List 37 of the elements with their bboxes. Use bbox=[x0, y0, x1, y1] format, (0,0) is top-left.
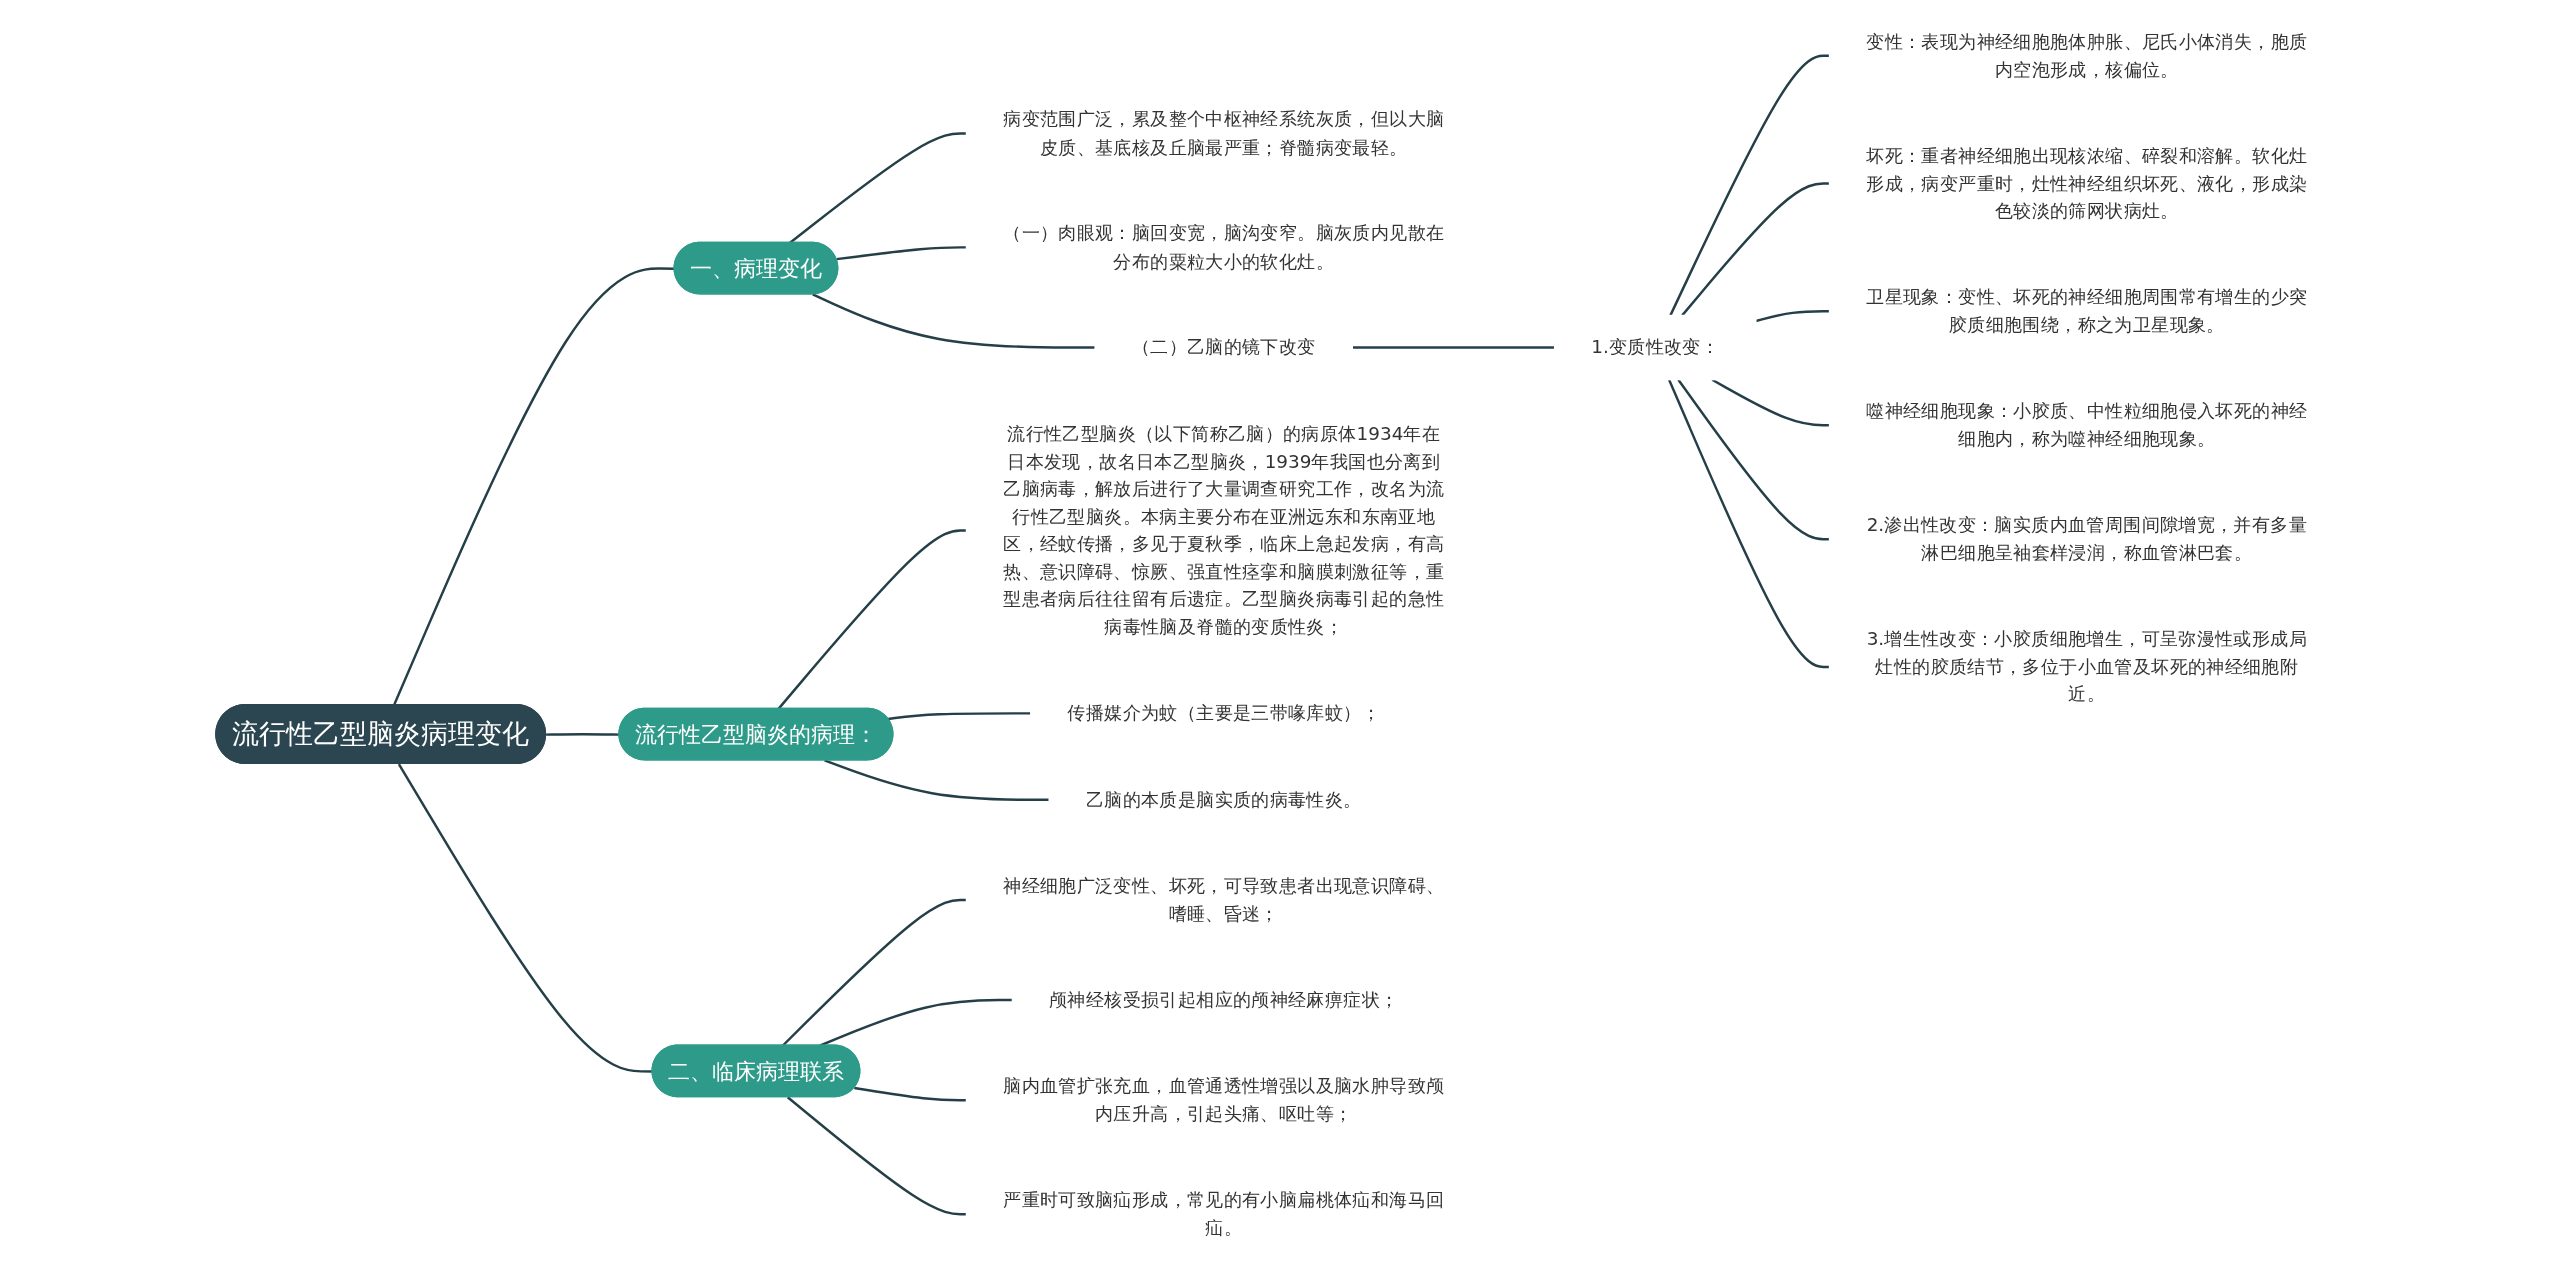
connector bbox=[788, 132, 967, 244]
connector bbox=[1681, 182, 1830, 317]
node-text: 变性：表现为神经细胞胞体肿胀、尼氏小体消失，胞质内空泡形成，核偏位。 bbox=[1866, 30, 2308, 81]
node-text: 噬神经细胞现象：小胶质、中性粒细胞侵入坏死的神经细胞内，称为噬神经细胞现象。 bbox=[1866, 400, 2308, 450]
connector bbox=[1669, 54, 1830, 316]
connector bbox=[1711, 378, 1830, 427]
node-text: 脑内血管扩张充血，血管通透性增强以及脑水肿导致颅内压升高，引起头痛、呕吐等； bbox=[1003, 1075, 1445, 1125]
connector bbox=[824, 759, 1050, 801]
node-text: 严重时可致脑疝形成，常见的有小脑扁桃体疝和海马回疝。 bbox=[1003, 1189, 1445, 1239]
connector bbox=[887, 712, 1031, 721]
connector bbox=[777, 529, 967, 710]
connector bbox=[1755, 310, 1830, 323]
connector bbox=[392, 267, 675, 706]
node-text: 传播媒介为蚊（主要是三带喙库蚊）； bbox=[1067, 702, 1380, 725]
connector bbox=[812, 293, 1096, 349]
connector bbox=[854, 1086, 967, 1102]
connector bbox=[546, 733, 620, 736]
node-text: 坏死：重者神经细胞出现核浓缩、碎裂和溶解。软化灶形成，病变严重时，灶性神经组织坏死、液化，形成染色较淡的筛网状病灶。 bbox=[1866, 144, 2308, 222]
connector bbox=[1667, 379, 1830, 669]
node-text: 1.变质性改变： bbox=[1591, 336, 1720, 359]
node-text: 病变范围广泛，累及整个中枢神经系统灰质，但以大脑皮质、基底核及丘脑最严重；脊髓病变最轻。 bbox=[1003, 108, 1445, 158]
connector bbox=[397, 763, 653, 1073]
node-text: 3.增生性改变：小胶质细胞增生，可呈弥漫性或形成局灶性的胶质结节，多位于小血管及坏死的神经细胞附近。 bbox=[1866, 628, 2307, 706]
node-text: 2.渗出性改变：脑实质内血管周围间隙增宽，并有多量淋巴细胞呈袖套样浸润，称血管淋巴套。 bbox=[1866, 514, 2307, 564]
connector bbox=[781, 898, 967, 1047]
connector bbox=[1677, 379, 1830, 541]
connector bbox=[1352, 346, 1555, 349]
node-text: 乙脑的本质是脑实质的病毒性炎。 bbox=[1085, 788, 1362, 811]
connector bbox=[836, 246, 967, 261]
node-text: 流行性乙型脑炎（以下简称乙脑）的病原体1934年在日本发现，故名日本乙型脑炎，1939年我国也分离到乙脑病毒，解放后进行了大量调查研究工作，改名为流行性乙型脑炎。本病主要分布在亚洲远东和东南亚地区，经蚊传播，多见于夏秋季，临床上急起发病，有高热、意识障碍、惊厥、强直性痉挛和脑膜刺激征等，重型患者病后往往留有后遗症。乙型脑炎病毒引起的急性病毒性脑及脊髓的变质性炎； bbox=[1003, 422, 1445, 638]
node-text: （二）乙脑的镜下改变 bbox=[1131, 336, 1316, 359]
connector bbox=[786, 1096, 967, 1216]
node-text: 卫星现象：变性、坏死的神经细胞周围常有增生的少突胶质细胞围绕，称之为卫星现象。 bbox=[1866, 286, 2308, 336]
node-text: 颅神经核受损引起相应的颅神经麻痹症状； bbox=[1049, 988, 1399, 1011]
node-text: （一）肉眼观：脑回变宽，脑沟变窄。脑灰质内见散在分布的粟粒大小的软化灶。 bbox=[1003, 222, 1445, 272]
node-text: 神经细胞广泛变性、坏死，可导致患者出现意识障碍、嗜睡、昏迷； bbox=[1003, 874, 1445, 925]
connector bbox=[819, 998, 1013, 1047]
